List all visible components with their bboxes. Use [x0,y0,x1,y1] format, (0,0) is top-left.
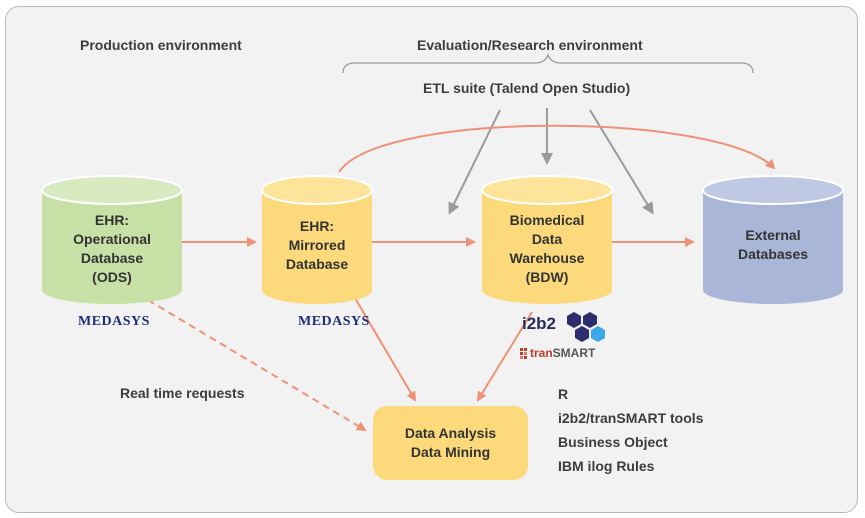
medasys-logo-mirrored: MEDASYS [298,314,370,329]
tools-list: R i2b2/tranSMART tools Business Object I… [558,382,703,478]
tool-item: IBM ilog Rules [558,458,655,474]
evaluation-environment-label: Evaluation/Research environment [417,37,643,53]
arrow-ods-to-analysis-dashed [147,299,367,432]
bdw-label: Biomedical Data Warehouse (BDW) [509,212,585,285]
arrow-bdw-to-analysis [476,311,533,402]
evaluation-bracket [342,53,754,74]
cylinder-ods [41,175,183,304]
tool-item: i2b2/tranSMART tools [558,410,704,426]
tool-item: Business Object [558,434,668,450]
cylinder-mirrored [261,175,373,304]
external-label: External Databases [737,227,809,262]
production-environment-label: Production environment [80,37,242,53]
cylinder-external [702,175,844,304]
mirrored-label: EHR: Mirrored Database [285,217,349,272]
etl-suite-label: ETL suite (Talend Open Studio) [423,80,631,96]
arrow-mirrored-to-external [338,124,776,173]
analysis-label: Data Analysis Data Mining [404,425,497,460]
analysis-box [373,406,528,480]
ods-label: EHR: Operational Database (ODS) [73,212,151,285]
tool-item: R [558,386,569,402]
arrow-mirrored-to-analysis [354,297,417,402]
cylinder-bdw [481,175,613,304]
realtime-requests-label: Real time requests [120,385,245,401]
transmart-grid-icon [520,348,527,359]
medasys-logo-ods: MEDASYS [78,314,150,329]
i2b2-logo-text: i2b2 [522,314,557,333]
i2b2-hex-logo [567,312,605,342]
transmart-logo: tranSMART [530,346,596,360]
